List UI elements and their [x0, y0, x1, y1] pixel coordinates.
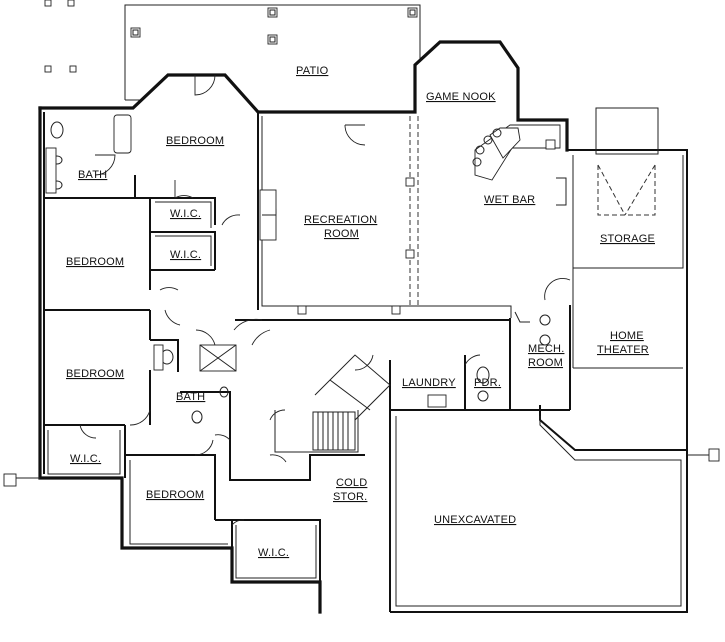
label-bedroom-top: BEDROOM: [166, 135, 224, 147]
label-cold-2: STOR.: [333, 491, 367, 503]
interior-walls-center: [229, 112, 688, 613]
exterior-walls: [38, 40, 569, 614]
patio-columns: [44, 0, 418, 73]
label-storage: STORAGE: [600, 233, 655, 245]
label-recreation-2: ROOM: [324, 228, 359, 240]
label-bath-top: BATH: [78, 169, 107, 181]
wet-bar-counter: [472, 124, 567, 206]
label-bath-lower: BATH: [176, 391, 205, 403]
label-wet-bar: WET BAR: [484, 194, 535, 206]
label-wic-4: W.I.C.: [258, 547, 289, 559]
label-mech-2: ROOM: [528, 357, 563, 369]
label-home-theater-2: THEATER: [597, 344, 649, 356]
label-game-nook: GAME NOOK: [426, 91, 496, 103]
door-swings: [79, 74, 571, 526]
bath-fixtures: [45, 114, 551, 424]
label-unexcavated: UNEXCAVATED: [434, 514, 516, 526]
label-mech-1: MECH.: [528, 343, 564, 355]
label-patio: PATIO: [296, 65, 329, 77]
label-wic-3: W.I.C.: [70, 453, 101, 465]
patio-outline: [124, 4, 421, 101]
room-labels: PATIO GAME NOOK BEDROOM BATH W.I.C. W.I.…: [66, 65, 655, 559]
interior-walls-left: [44, 175, 321, 582]
label-wic-2: W.I.C.: [170, 249, 201, 261]
label-bedroom-bottom: BEDROOM: [146, 489, 204, 501]
stairs: [312, 354, 391, 451]
label-pdr: PDR.: [474, 377, 501, 389]
label-wic-1: W.I.C.: [170, 208, 201, 220]
label-cold-1: COLD: [336, 477, 367, 489]
label-recreation-1: RECREATION: [304, 214, 377, 226]
label-laundry: LAUNDRY: [402, 377, 456, 389]
label-bedroom-mid: BEDROOM: [66, 256, 124, 268]
label-bedroom-lower: BEDROOM: [66, 368, 124, 380]
site-marker-left: [3, 473, 40, 487]
right-structure: [539, 107, 720, 462]
label-home-theater-1: HOME: [610, 330, 644, 342]
